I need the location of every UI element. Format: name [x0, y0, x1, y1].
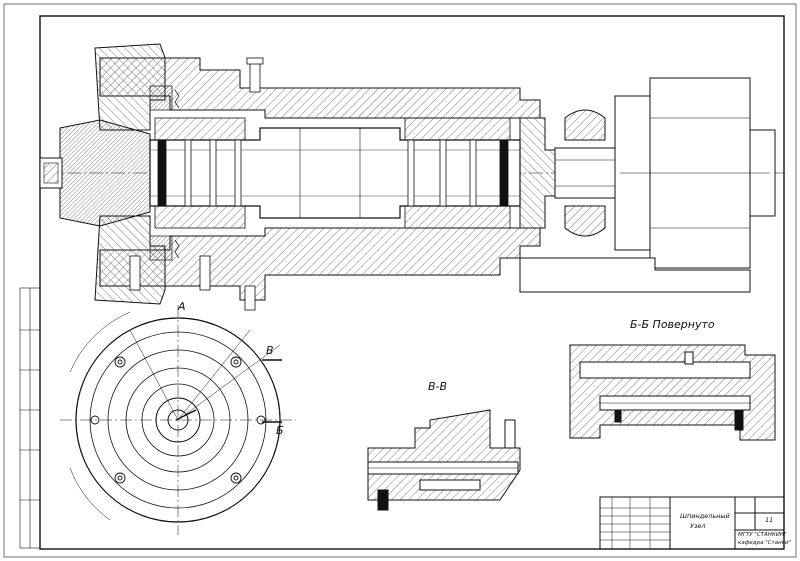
base-foot	[519, 257, 751, 293]
lower-bolts	[129, 255, 256, 311]
spindle-shaft	[149, 127, 521, 219]
top-bolt	[246, 57, 264, 93]
coupling	[554, 109, 616, 237]
spindle-main-section	[39, 43, 785, 311]
title-block	[599, 496, 785, 550]
front-bearing-pack	[154, 117, 246, 229]
title-block-org-line1: МГТУ "СТАНКИН"	[738, 532, 787, 538]
front-view-flange	[60, 305, 296, 535]
section-vv-title: В-В	[428, 380, 448, 393]
left-binding-strip	[19, 287, 41, 549]
front-nut-springs	[149, 85, 180, 261]
tool-holder-taper	[59, 119, 151, 227]
title-block-title-line2: Узел	[690, 522, 706, 530]
title-block-title-line1: Шпиндельный	[680, 512, 730, 520]
sheet-frame	[3, 3, 797, 558]
section-b-marker: Б	[276, 424, 284, 437]
section-v-marker: В	[266, 344, 274, 357]
title-block-org-line2: кафедра "Станки"	[738, 540, 792, 546]
rear-end-cap	[519, 117, 556, 229]
section-bb	[569, 344, 776, 441]
section-bb-title: Б-Б Повернуто	[630, 318, 715, 331]
motor	[614, 77, 776, 269]
flange-mounting-holes	[90, 356, 266, 484]
rear-bearing-pack	[404, 117, 511, 229]
section-vv	[367, 409, 521, 511]
title-block-sheet-number: 11	[765, 516, 774, 524]
section-a-marker: А	[178, 300, 186, 313]
